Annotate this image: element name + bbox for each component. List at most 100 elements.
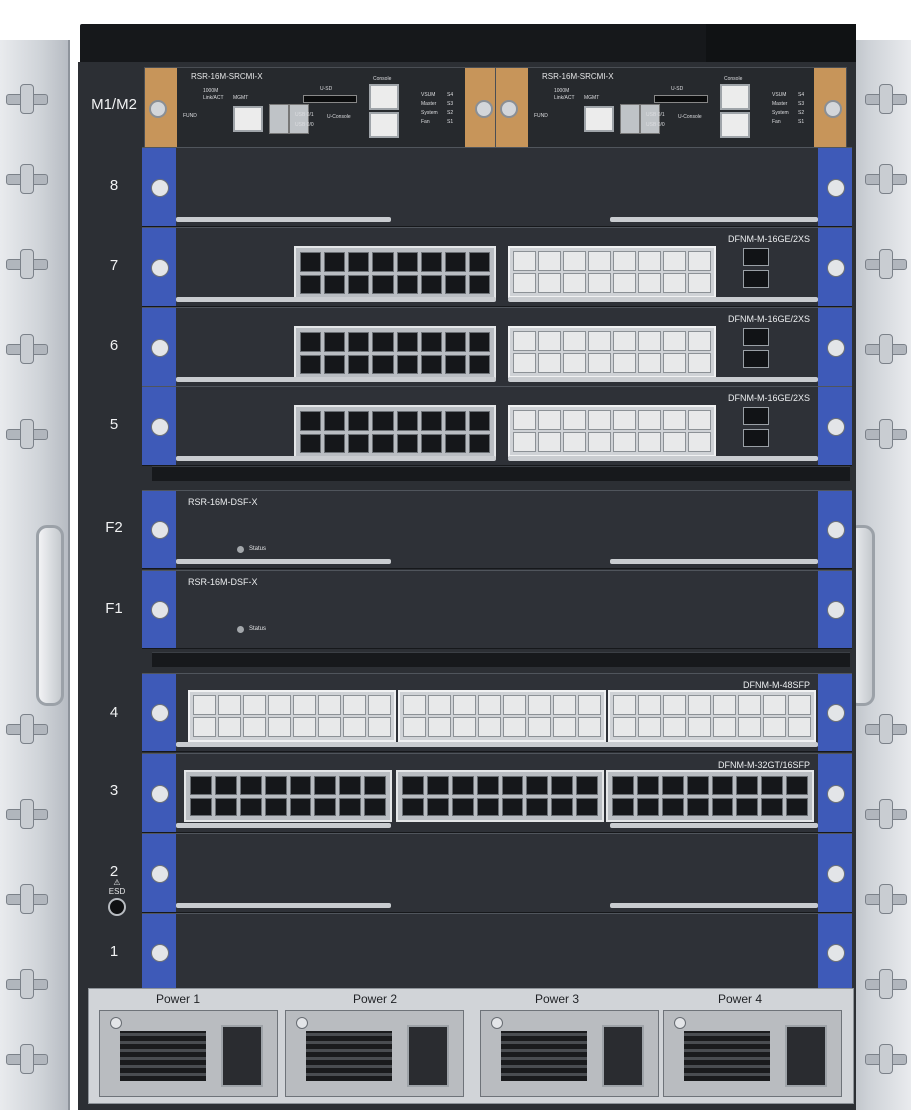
ejector-left[interactable] bbox=[142, 674, 176, 751]
rj45-port[interactable] bbox=[214, 776, 237, 795]
rj45-port[interactable] bbox=[420, 252, 442, 272]
rj45-port[interactable] bbox=[402, 797, 424, 816]
rj45-port[interactable] bbox=[636, 797, 659, 816]
screw-icon[interactable] bbox=[151, 865, 169, 883]
sfp-port[interactable] bbox=[588, 251, 611, 271]
screw-icon[interactable] bbox=[500, 100, 518, 118]
sfp-port[interactable] bbox=[663, 353, 686, 373]
rj45-port[interactable] bbox=[711, 776, 734, 795]
rj45-port[interactable] bbox=[348, 433, 370, 453]
rj45-port[interactable] bbox=[239, 776, 262, 795]
sfp-port[interactable] bbox=[588, 353, 611, 373]
rj45-port[interactable] bbox=[736, 797, 759, 816]
rj45-port[interactable] bbox=[324, 433, 346, 453]
rj45-port[interactable] bbox=[324, 411, 346, 431]
sfp-port[interactable] bbox=[663, 432, 686, 452]
sd-card-slot[interactable] bbox=[654, 95, 708, 103]
sfp-port[interactable] bbox=[638, 432, 661, 452]
ejector-right[interactable] bbox=[818, 571, 852, 648]
sfp-port[interactable] bbox=[343, 717, 366, 737]
sfp-port[interactable] bbox=[318, 695, 341, 715]
screw-icon[interactable] bbox=[151, 704, 169, 722]
rj45-port[interactable] bbox=[348, 252, 370, 272]
sfp-port[interactable] bbox=[563, 251, 586, 271]
sfp-port[interactable] bbox=[563, 432, 586, 452]
rj45-port[interactable] bbox=[396, 332, 418, 352]
rj45-port[interactable] bbox=[551, 797, 574, 816]
ejector-left[interactable] bbox=[142, 228, 176, 306]
sfp-port[interactable] bbox=[193, 695, 216, 715]
rj45-port[interactable] bbox=[686, 776, 709, 795]
sfp-port[interactable] bbox=[663, 331, 686, 351]
ejector-right[interactable] bbox=[818, 674, 852, 751]
usb-icon[interactable] bbox=[640, 104, 660, 134]
rj45-port[interactable] bbox=[348, 274, 370, 294]
rj45-port[interactable] bbox=[444, 274, 466, 294]
rj45-port[interactable] bbox=[420, 274, 442, 294]
sfp-port[interactable] bbox=[613, 251, 636, 271]
sfp-port[interactable] bbox=[513, 410, 536, 430]
sfp-port[interactable] bbox=[663, 717, 686, 737]
console-port[interactable] bbox=[369, 84, 399, 110]
ejector-right[interactable] bbox=[818, 754, 852, 832]
sfp-port[interactable] bbox=[293, 717, 316, 737]
sfp-port[interactable] bbox=[538, 432, 561, 452]
sfp-port[interactable] bbox=[243, 717, 266, 737]
screw-icon[interactable] bbox=[491, 1017, 503, 1029]
rj45-port[interactable] bbox=[348, 332, 370, 352]
rj45-port[interactable] bbox=[300, 274, 322, 294]
rj45-port[interactable] bbox=[426, 797, 449, 816]
sfp-port[interactable] bbox=[588, 432, 611, 452]
screw-icon[interactable] bbox=[827, 418, 845, 436]
screw-icon[interactable] bbox=[151, 179, 169, 197]
rj45-port[interactable] bbox=[468, 274, 490, 294]
screw-icon[interactable] bbox=[827, 521, 845, 539]
sfp-port[interactable] bbox=[688, 251, 711, 271]
sfp-port[interactable] bbox=[688, 432, 711, 452]
screw-icon[interactable] bbox=[296, 1017, 308, 1029]
screw-icon[interactable] bbox=[827, 259, 845, 277]
screw-icon[interactable] bbox=[151, 944, 169, 962]
rj45-port[interactable] bbox=[396, 274, 418, 294]
rj45-port[interactable] bbox=[396, 433, 418, 453]
sfp-port[interactable] bbox=[513, 251, 536, 271]
rj45-port[interactable] bbox=[300, 433, 322, 453]
sfp-port[interactable] bbox=[453, 695, 476, 715]
rj45-port[interactable] bbox=[190, 776, 212, 795]
sfp-plus-port[interactable] bbox=[743, 248, 769, 266]
sfp-port[interactable] bbox=[478, 695, 501, 715]
sfp-port[interactable] bbox=[638, 353, 661, 373]
rj45-port[interactable] bbox=[324, 354, 346, 374]
esd-jack[interactable]: ⚠ ESD bbox=[106, 878, 128, 916]
sfp-port[interactable] bbox=[503, 695, 526, 715]
screw-icon[interactable] bbox=[151, 601, 169, 619]
sfp-port[interactable] bbox=[663, 695, 686, 715]
sfp-port[interactable] bbox=[588, 331, 611, 351]
sfp-plus-port[interactable] bbox=[743, 328, 769, 346]
sfp-port[interactable] bbox=[293, 695, 316, 715]
rj45-port[interactable] bbox=[396, 252, 418, 272]
sfp-port[interactable] bbox=[763, 695, 786, 715]
rj45-port[interactable] bbox=[468, 433, 490, 453]
sfp-port[interactable] bbox=[663, 410, 686, 430]
rj45-port[interactable] bbox=[444, 411, 466, 431]
console-port[interactable] bbox=[720, 112, 750, 138]
rj45-port[interactable] bbox=[372, 252, 394, 272]
rj45-port[interactable] bbox=[420, 332, 442, 352]
ejector-right[interactable] bbox=[818, 148, 852, 226]
screw-icon[interactable] bbox=[151, 785, 169, 803]
power-supply-2[interactable] bbox=[285, 1010, 464, 1097]
sfp-port[interactable] bbox=[688, 717, 711, 737]
sfp-port[interactable] bbox=[538, 251, 561, 271]
sfp-port[interactable] bbox=[218, 695, 241, 715]
ejector-left[interactable] bbox=[142, 754, 176, 832]
rj45-port[interactable] bbox=[444, 354, 466, 374]
ejector-right[interactable] bbox=[818, 387, 852, 465]
rj45-port[interactable] bbox=[396, 411, 418, 431]
rj45-port[interactable] bbox=[364, 776, 386, 795]
rj45-port[interactable] bbox=[339, 797, 362, 816]
rj45-port[interactable] bbox=[300, 332, 322, 352]
sfp-port[interactable] bbox=[738, 717, 761, 737]
sfp-port[interactable] bbox=[268, 695, 291, 715]
sfp-port[interactable] bbox=[638, 273, 661, 293]
